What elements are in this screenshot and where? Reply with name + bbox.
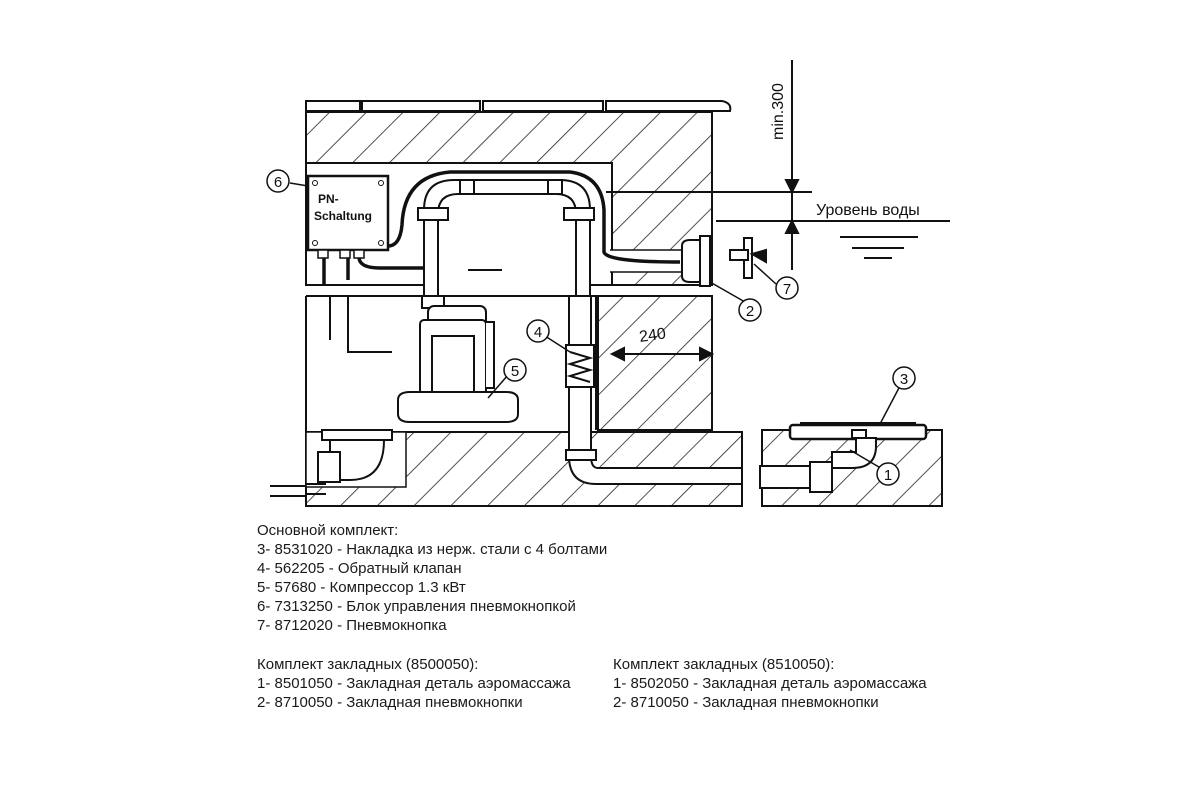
air-pipe (417, 179, 811, 489)
water-level-label: Уровень воды (816, 202, 920, 219)
box-label-line1: PN- (318, 192, 339, 206)
callout-2: 2 (738, 298, 762, 322)
svg-text:7: 7 (783, 281, 791, 298)
svg-text:4: 4 (534, 324, 542, 341)
svg-text:2: 2 (746, 303, 754, 320)
legend-main-title: Основной комплект: (257, 522, 399, 539)
legend-main-kit: Основной комплект: 3- 8531020 - Накладка… (257, 521, 607, 635)
air-massage-fitting-left (317, 429, 393, 483)
legend-kit2-title: Комплект закладных (8510050): (613, 656, 835, 673)
wall-thickness-label: 240 (638, 325, 667, 346)
legend-main-item: 7- 8712020 - Пневмокнопка (257, 617, 447, 634)
svg-text:5: 5 (511, 363, 519, 380)
legend-kit1-item: 2- 8710050 - Закладная пневмокнопки (257, 694, 523, 711)
svg-text:1: 1 (884, 467, 892, 484)
min-dimension-label: min.300 (770, 83, 787, 140)
check-valve (565, 344, 595, 388)
callout-6: 6 (266, 169, 290, 193)
legend-main-item: 5- 57680 - Компрессор 1.3 кВт (257, 579, 466, 596)
svg-text:3: 3 (900, 371, 908, 388)
legend-kit1-title: Комплект закладных (8500050): (257, 656, 479, 673)
callouts (289, 182, 901, 471)
legend-main-item: 4- 562205 - Обратный клапан (257, 560, 462, 577)
callout-7: 7 (775, 276, 799, 300)
legend-main-item: 3- 8531020 - Накладка из нерж. стали с 4… (257, 541, 608, 558)
legend-embedded-kit-8510050: Комплект закладных (8510050): 1- 8502050… (613, 655, 927, 712)
legend-main-item: 6- 7313250 - Блок управления пневмокнопк… (257, 598, 576, 615)
compressor (397, 295, 519, 423)
callout-5: 5 (503, 358, 527, 382)
hose (322, 170, 681, 285)
coping-tiles (305, 100, 732, 112)
legend-kit1-item: 1- 8501050 - Закладная деталь аэромассаж… (257, 675, 571, 692)
legend-kit2-item: 2- 8710050 - Закладная пневмокнопки (613, 694, 879, 711)
legend-kit2-item: 1- 8502050 - Закладная деталь аэромассаж… (613, 675, 927, 692)
pneumatic-button (681, 235, 767, 287)
lower-wall (305, 295, 713, 433)
box-label-line2: Schaltung (314, 209, 372, 223)
callout-4: 4 (526, 319, 550, 343)
callout-3: 3 (892, 366, 916, 390)
callout-1: 1 (876, 462, 900, 486)
control-box: PN- Schaltung (306, 174, 390, 259)
svg-text:6: 6 (274, 174, 282, 191)
water-level (606, 60, 950, 362)
legend-embedded-kit-8500050: Комплект закладных (8500050): 1- 8501050… (257, 655, 571, 712)
installation-diagram: PN- Schaltung (266, 60, 950, 507)
